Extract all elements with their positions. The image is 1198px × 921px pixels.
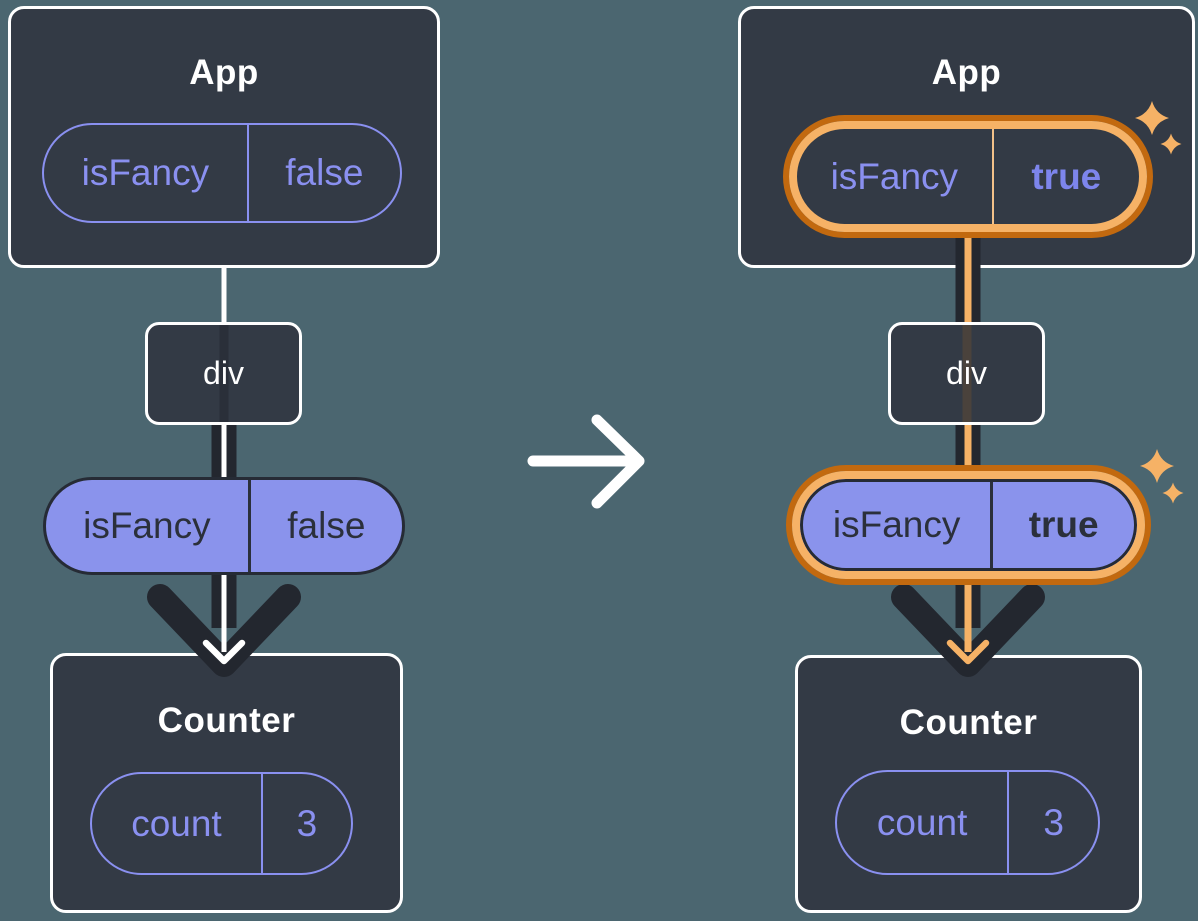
pass-through-stripe xyxy=(219,325,228,422)
prop-name-label: isFancy xyxy=(803,482,994,568)
sparkle-icon xyxy=(1140,449,1184,504)
pass-through-stripe xyxy=(962,325,971,422)
pass-down-arrow-head xyxy=(891,584,1045,677)
counter-state-pill-left: count 3 xyxy=(90,772,353,875)
state-name-label: isFancy xyxy=(44,125,249,221)
div-tag-label-right: div xyxy=(946,355,987,391)
prop-name-label: isFancy xyxy=(46,480,251,572)
div-tag-box-left: div xyxy=(145,322,302,425)
app-state-pill-left: isFancy false xyxy=(42,123,402,223)
counter-title-right: Counter xyxy=(899,703,1038,742)
div-tag-label-left: div xyxy=(203,355,244,391)
app-state-pill-right-highlight: isFancy true xyxy=(783,115,1153,238)
app-state-pill-right: isFancy true xyxy=(789,121,1147,232)
app-title-left: App xyxy=(189,53,259,92)
state-value-label: true xyxy=(1031,155,1102,197)
state-name-label: isFancy xyxy=(797,129,994,224)
state-value-label: 3 xyxy=(296,802,318,844)
app-title-right: App xyxy=(931,53,1002,92)
prop-value-label: true xyxy=(1028,504,1099,545)
counter-title-left: Counter xyxy=(157,701,296,740)
state-name-label: count xyxy=(837,772,1010,873)
state-value-label: false xyxy=(285,152,364,193)
counter-state-pill-right: count 3 xyxy=(835,770,1100,875)
prop-pill-left: isFancy false xyxy=(43,477,405,575)
state-value-label: 3 xyxy=(1043,801,1064,843)
prop-value-label: false xyxy=(287,505,366,546)
div-tag-box-right: div xyxy=(888,322,1045,425)
prop-pill-right: isFancy true xyxy=(792,471,1145,579)
state-name-label: count xyxy=(92,774,263,873)
transition-arrow-icon xyxy=(527,414,645,509)
prop-pill-right-highlight: isFancy true xyxy=(786,465,1151,585)
